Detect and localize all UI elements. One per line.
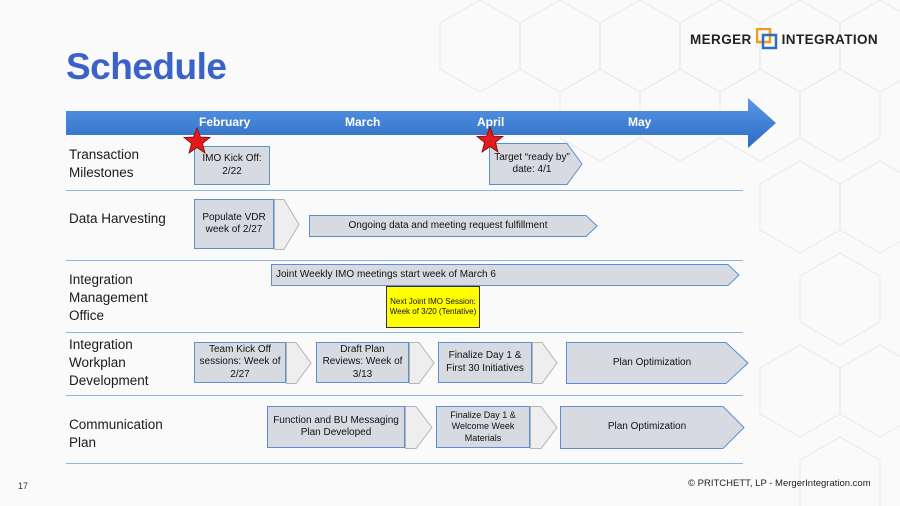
star-icon [182, 127, 212, 154]
chevron-right-icon [286, 342, 312, 384]
task-comm-plan-optimization-shape [560, 406, 745, 449]
task-ongoing-data-fulfillment: Ongoing data and meeting request fulfill… [348, 219, 548, 231]
milestone-target-shape [489, 143, 583, 185]
month-february: February [199, 115, 251, 129]
logo-mark-icon [755, 27, 778, 50]
row-divider [66, 260, 743, 261]
task-finalize-day1-first30: Finalize Day 1 & First 30 Initiatives [438, 342, 532, 383]
task-finalize-welcome-week: Finalize Day 1 & Welcome Week Materials [436, 406, 530, 448]
merger-integration-logo: MERGER INTEGRATION [690, 26, 878, 52]
task-function-bu-messaging: Function and BU Messaging Plan Developed [267, 406, 405, 448]
timeline-arrow [66, 98, 776, 148]
task-joint-weekly-shape [271, 264, 740, 286]
row-divider [66, 190, 743, 191]
row-label-data-harvesting: Data Harvesting [69, 211, 166, 226]
task-plan-optimization: Plan Optimization [612, 356, 692, 368]
row-label-imo: Integration Management Office [69, 272, 148, 323]
logo-text-right: INTEGRATION [781, 31, 879, 47]
logo-text-left: MERGER [690, 31, 752, 47]
row-divider [66, 332, 743, 333]
task-plan-optimization-shape [566, 342, 749, 384]
task-joint-weekly-imo: Joint Weekly IMO meetings start week of … [276, 268, 496, 280]
page-number: 17 [18, 481, 29, 491]
task-team-kickoff: Team Kick Off sessions: Week of 2/27 [194, 342, 286, 383]
task-populate-vdr: Populate VDR week of 2/27 [194, 199, 274, 249]
month-april: April [477, 115, 505, 129]
row-divider [66, 395, 743, 396]
milestone-imo-kickoff: IMO Kick Off: 2/22 [194, 146, 270, 185]
chevron-right-icon [405, 406, 433, 449]
chevron-right-icon [530, 406, 558, 449]
row-label-transaction-milestones: Transaction Milestones [69, 147, 140, 180]
chevron-right-icon [532, 342, 558, 384]
task-comm-plan-optimization: Plan Optimization [607, 421, 687, 433]
star-icon [475, 126, 505, 153]
chevron-right-icon [409, 342, 435, 384]
row-label-communication-plan: Communication Plan [69, 417, 163, 450]
task-draft-plan-reviews: Draft Plan Reviews: Week of 3/13 [316, 342, 409, 383]
page-title: Schedule [66, 46, 227, 87]
row-divider [66, 463, 743, 464]
month-march: March [345, 115, 381, 129]
callout-next-joint-imo: Next Joint IMO Session: Week of 3/20 (Te… [386, 286, 480, 328]
task-ongoing-shape [309, 215, 598, 237]
row-label-workplan: Integration Workplan Development [69, 337, 149, 388]
milestone-target-ready-by: Target “ready by” date: 4/1 [494, 151, 570, 176]
footer-copyright: © PRITCHETT, LP - MergerIntegration.com [688, 478, 871, 489]
month-may: May [628, 115, 652, 129]
chevron-right-icon [274, 199, 300, 250]
